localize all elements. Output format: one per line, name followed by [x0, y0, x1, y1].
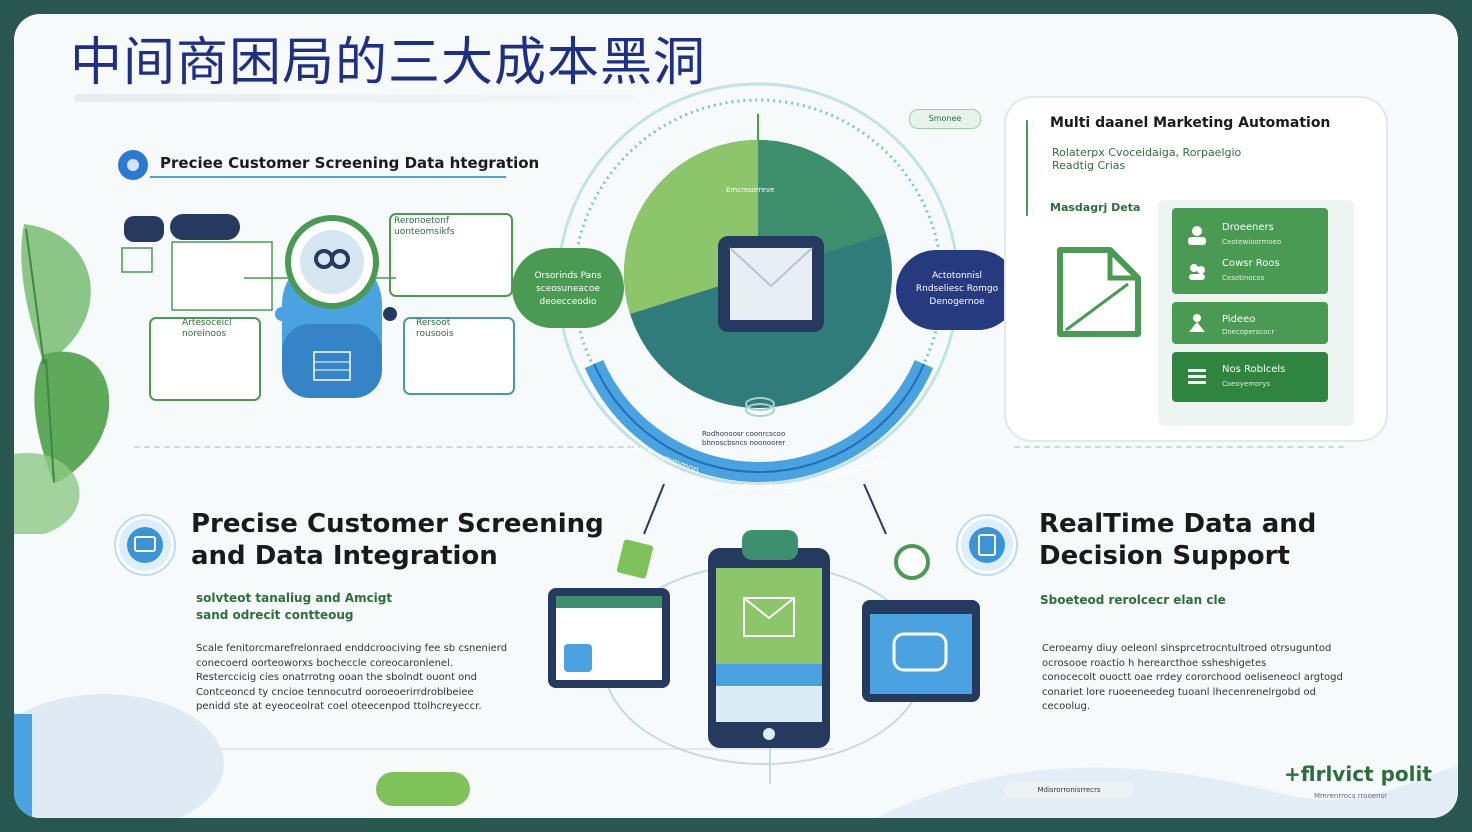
heading-line: Decision Support	[1039, 541, 1290, 571]
para-line: conariet lore ruoeeneedeg tuoanl lhecenr…	[1042, 686, 1316, 698]
right-divider	[1014, 446, 1344, 448]
heading-line: Precise Customer Screening	[191, 509, 604, 539]
center-top-label: Emcresorreve	[726, 186, 775, 194]
heading-line: RealTime Data and	[1039, 509, 1317, 539]
page-title: 中间商困局的三大成本黑洞	[70, 33, 707, 93]
para-line: ocrosooe roactio h herearcthoe ssheshige…	[1042, 657, 1267, 669]
para-line: Scale fenitorcmarefrelonraed enddcroociv…	[196, 643, 508, 654]
bottom-right-sub: Sboeteod rerolcecr elan cle	[1040, 593, 1226, 607]
bottom-right-badge	[958, 516, 1016, 574]
para-line: cecoolug.	[1042, 701, 1091, 712]
para-line: penidd ste at eyeoceolrat coel oteecenpo…	[196, 701, 482, 712]
leaf-decoration	[14, 224, 110, 534]
person-icon	[1189, 314, 1205, 332]
center-tag: Smonee	[909, 109, 981, 129]
left-divider	[134, 446, 654, 448]
bottom-rule	[214, 748, 834, 750]
para-line: conocecolt ouoctt oae rrdey cororchood o…	[1042, 672, 1343, 683]
user-icon	[1188, 226, 1206, 245]
para-line: Resterccicig cies onatrrotng ooan the sb…	[196, 672, 477, 683]
right-box-title: Rersoot rousoois	[416, 318, 454, 339]
cloud-decoration	[14, 694, 224, 818]
bottom-left-sub: solvteot tanaliug and Amcigt sand odreci…	[196, 591, 393, 622]
right-row-label: Droeeners	[1222, 222, 1274, 233]
footer-brand-sub: Mmrenrrocs rrooensr	[1314, 792, 1388, 800]
green-pill-button[interactable]	[376, 772, 470, 806]
footer-brand: +flrlvict polit	[1284, 762, 1432, 786]
right-row-label: Cowsr Roos	[1222, 258, 1280, 269]
para-line: conecoerd oorteoworxs bocheccle coreocar…	[196, 657, 454, 669]
right-pill: Actotonnisl Rndseliesc Romgo Denogernoe	[896, 250, 1018, 330]
list-icon	[1188, 369, 1206, 384]
right-row-sub: Coeoyemorys	[1222, 380, 1270, 388]
left-top-heading: Preciee Customer Screening Data htegrati…	[160, 154, 540, 172]
devices-illustration	[548, 484, 980, 784]
right-top-rule	[1026, 120, 1028, 216]
footer-center-note: Mdisrorronisrrecrs	[1004, 782, 1134, 798]
right-row-3: Nos Roblcels Coeoyemorys	[1172, 352, 1328, 402]
right-row-label: Nos Roblcels	[1222, 364, 1286, 375]
center-caption: Rodhonoosr coonrcscoo bhnoscbsncs noonoo…	[702, 430, 786, 447]
left-top-heading-rule	[150, 176, 506, 178]
ring-label-mid: bnmmmloosteros	[714, 482, 793, 492]
right-top-label: Masdagrj Deta	[1050, 201, 1141, 214]
right-row-label: Pideeo	[1222, 314, 1256, 325]
bottom-left-badge	[116, 516, 174, 574]
right-row-2: Pideeo Doecoperscocr	[1172, 302, 1328, 344]
left-box-title: Artesoceicl noreinoos	[182, 318, 232, 339]
right-row-sub: Ceotewioormoeo	[1222, 238, 1282, 246]
document-icon	[1057, 247, 1141, 337]
document-screen-icon	[969, 527, 1005, 563]
right-row-sub: Doecoperscocr	[1222, 328, 1275, 336]
right-top-heading: Multi daanel Marketing Automation	[1050, 115, 1331, 131]
heading-line: and Data Integration	[191, 541, 498, 571]
section-badge-icon	[118, 150, 148, 180]
title-underline	[74, 94, 634, 102]
bottom-left-paragraph: Scale fenitorcmarefrelonraed enddcroociv…	[196, 642, 507, 715]
slide-card: 中间商困局的三大成本黑洞 Preciee Customer Screening …	[14, 14, 1458, 818]
bottom-left-heading: Precise Customer Screening and Data Inte…	[191, 508, 604, 572]
para-line: Contceoncd ty cncioe tennocutrd ooroeoer…	[196, 686, 474, 698]
screening-diagram	[121, 213, 515, 401]
wave-decoration	[875, 765, 1458, 818]
para-line: Ceroeamy diuy oeleonl sinsprcetrocntultr…	[1042, 643, 1332, 654]
bottom-right-heading: RealTime Data and Decision Support	[1039, 508, 1316, 572]
screen-icon	[127, 527, 163, 563]
right-row-0: Droeeners Ceotewioormoeo Cowsr Roos Ceso…	[1172, 208, 1328, 294]
right-top-sub: Rolaterpx Cvoceidaiga, Rorpaelgio Readti…	[1052, 146, 1242, 172]
group-icon	[1189, 264, 1205, 280]
right-row-sub: Cesotinocos	[1222, 274, 1265, 282]
top-box-title: Reronoetonf uonteomsikfs	[394, 216, 455, 237]
bottom-right-paragraph: Ceroeamy diuy oeleonl sinsprcetrocntultr…	[1042, 642, 1343, 715]
left-pill: Orsorinds Pans sceosuneacoe deoecceodio	[512, 248, 624, 328]
center-cycle-diagram	[556, 82, 960, 486]
